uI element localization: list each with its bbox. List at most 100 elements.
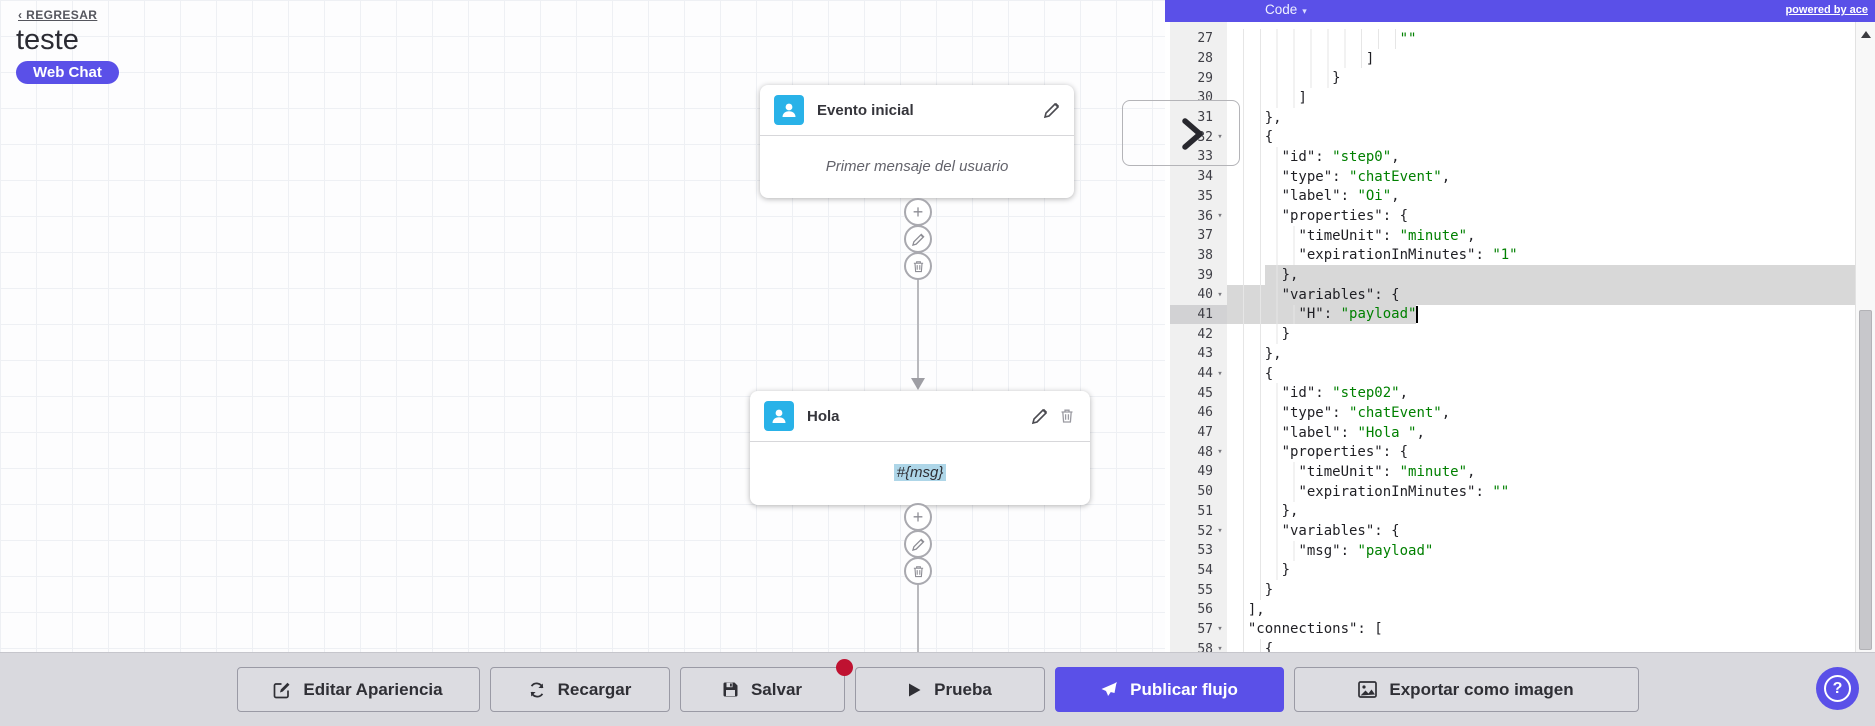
edit-step-button[interactable] (904, 225, 932, 253)
publish-flow-button[interactable]: Publicar flujo (1054, 667, 1284, 712)
gutter-line-44[interactable]: 44▾ (1170, 364, 1227, 384)
back-link[interactable]: ‹ REGRESAR (18, 8, 98, 22)
panel-collapse-handle[interactable] (1122, 100, 1240, 166)
code-line-35[interactable]: "label": "Oi", (1227, 186, 1855, 207)
gutter-line-28[interactable]: 28 (1170, 49, 1227, 69)
code-line-43[interactable]: }, (1227, 344, 1855, 364)
code-line-57[interactable]: "connections": [ (1227, 619, 1855, 640)
code-line-58[interactable]: { (1227, 639, 1855, 652)
code-line-29[interactable]: } (1227, 68, 1855, 89)
gutter-line-58[interactable]: 58▾ (1170, 639, 1227, 652)
edit-step-button[interactable] (904, 530, 932, 558)
gutter-line-30[interactable]: 30 (1170, 88, 1227, 108)
editor-text-area[interactable]: ""]}]},{"id": "step0","type": "chatEvent… (1227, 22, 1855, 652)
gutter-line-45[interactable]: 45 (1170, 383, 1227, 403)
add-step-button[interactable]: + (904, 503, 932, 531)
gutter-line-56[interactable]: 56 (1170, 600, 1227, 620)
code-line-52[interactable]: "variables": { (1227, 521, 1855, 541)
code-line-31[interactable]: }, (1227, 107, 1855, 128)
edit-node-icon[interactable] (1030, 407, 1048, 425)
code-mode-dropdown[interactable]: Code▾ (1265, 2, 1307, 17)
code-line-39[interactable]: }, (1227, 265, 1855, 285)
delete-node-icon[interactable] (1058, 407, 1076, 425)
code-line-54[interactable]: } (1227, 560, 1855, 581)
code-line-33[interactable]: "id": "step0", (1227, 147, 1855, 167)
gutter-line-29[interactable]: 29 (1170, 68, 1227, 88)
gutter-line-38[interactable]: 38 (1170, 246, 1227, 266)
delete-step-button[interactable] (904, 252, 932, 280)
test-button[interactable]: Prueba (854, 667, 1045, 712)
line-number: 38 (1197, 247, 1213, 263)
gutter-line-52[interactable]: 52▾ (1170, 521, 1227, 541)
code-line-27[interactable]: "" (1227, 29, 1855, 49)
gutter-line-46[interactable]: 46 (1170, 403, 1227, 423)
gutter-line-43[interactable]: 43 (1170, 344, 1227, 364)
gutter-line-42[interactable]: 42 (1170, 324, 1227, 344)
fold-caret-icon[interactable]: ▾ (1217, 624, 1223, 635)
code-line-53[interactable]: "msg": "payload" (1227, 540, 1855, 561)
gutter-line-36[interactable]: 36▾ (1170, 206, 1227, 226)
save-button[interactable]: Salvar (679, 659, 853, 712)
code-line-56[interactable]: ], (1227, 599, 1855, 620)
gutter-line-51[interactable]: 51 (1170, 502, 1227, 522)
code-line-36[interactable]: "properties": { (1227, 206, 1855, 226)
scroll-up-arrow-icon[interactable] (1856, 26, 1875, 42)
code-line-50[interactable]: "expirationInMinutes": "" (1227, 481, 1855, 502)
gutter-line-53[interactable]: 53 (1170, 541, 1227, 561)
help-button[interactable]: ? (1816, 667, 1859, 710)
code-line-37[interactable]: "timeUnit": "minute", (1227, 225, 1855, 246)
code-line-51[interactable]: }, (1227, 501, 1855, 522)
gutter-line-35[interactable]: 35 (1170, 187, 1227, 207)
code-line-30[interactable]: ] (1227, 88, 1855, 108)
code-line-55[interactable]: } (1227, 580, 1855, 600)
gutter-line-50[interactable]: 50 (1170, 482, 1227, 502)
code-line-32[interactable]: { (1227, 127, 1855, 148)
gutter-line-37[interactable]: 37 (1170, 226, 1227, 246)
reload-button[interactable]: Recargar (489, 667, 670, 712)
add-step-button[interactable]: + (904, 198, 932, 226)
code-line-38[interactable]: "expirationInMinutes": "1" (1227, 245, 1855, 266)
gutter-line-49[interactable]: 49 (1170, 462, 1227, 482)
fold-caret-icon[interactable]: ▾ (1217, 644, 1223, 652)
gutter-line-34[interactable]: 34 (1170, 167, 1227, 187)
code-line-47[interactable]: "label": "Hola ", (1227, 422, 1855, 443)
code-line-48[interactable]: "properties": { (1227, 442, 1855, 463)
fold-caret-icon[interactable]: ▾ (1217, 211, 1223, 222)
node-evento-inicial[interactable]: Evento inicial Primer mensaje del usuari… (760, 85, 1074, 198)
flow-canvas[interactable]: ‹ REGRESAR teste Web Chat Evento inicial… (0, 0, 1165, 652)
code-line-34[interactable]: "type": "chatEvent", (1227, 166, 1855, 187)
gutter-line-41[interactable]: 41 (1170, 304, 1227, 325)
fold-caret-icon[interactable]: ▾ (1217, 289, 1223, 300)
code-line-41[interactable]: "H": "payload" (1227, 304, 1855, 325)
code-line-40[interactable]: "variables": { (1227, 284, 1855, 305)
code-line-28[interactable]: ] (1227, 48, 1855, 69)
delete-step-button[interactable] (904, 557, 932, 585)
scrollbar-thumb[interactable] (1859, 310, 1872, 650)
gutter-line-48[interactable]: 48▾ (1170, 442, 1227, 462)
gutter-line-40[interactable]: 40▾ (1170, 285, 1227, 305)
fold-caret-icon[interactable]: ▾ (1217, 526, 1223, 537)
gutter-line-33[interactable]: 33 (1170, 147, 1227, 167)
fold-caret-icon[interactable]: ▾ (1217, 447, 1223, 458)
export-image-button[interactable]: Exportar como imagen (1293, 667, 1639, 712)
code-line-46[interactable]: "type": "chatEvent", (1227, 403, 1855, 423)
gutter-line-47[interactable]: 47 (1170, 423, 1227, 443)
gutter-line-39[interactable]: 39 (1170, 265, 1227, 285)
powered-by-ace-link[interactable]: powered by ace (1785, 4, 1868, 16)
indent-guide (1227, 324, 1282, 344)
code-line-45[interactable]: "id": "step02", (1227, 383, 1855, 404)
gutter-line-57[interactable]: 57▾ (1170, 620, 1227, 640)
gutter-line-55[interactable]: 55 (1170, 580, 1227, 600)
gutter-line-54[interactable]: 54 (1170, 561, 1227, 581)
code-line-44[interactable]: { (1227, 363, 1855, 384)
gutter-line-31[interactable]: 31 (1170, 108, 1227, 128)
code-line-42[interactable]: } (1227, 324, 1855, 344)
edit-node-icon[interactable] (1042, 101, 1060, 119)
edit-appearance-button[interactable]: Editar Apariencia (236, 667, 480, 712)
fold-caret-icon[interactable]: ▾ (1217, 368, 1223, 379)
node-hola[interactable]: Hola #{msg} (750, 391, 1090, 505)
code-line-49[interactable]: "timeUnit": "minute", (1227, 462, 1855, 482)
fold-caret-icon[interactable]: ▾ (1217, 132, 1223, 143)
gutter-line-27[interactable]: 27 (1170, 29, 1227, 49)
